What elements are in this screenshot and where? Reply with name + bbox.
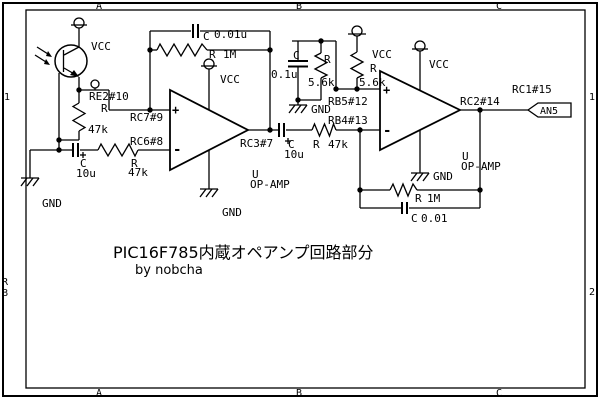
capacitor-bias-value: 0.1u	[271, 68, 298, 81]
opamp2-type: OP-AMP	[461, 160, 501, 173]
gnd-symbol-opamp1	[199, 188, 219, 198]
vcc-label-4: VCC	[429, 58, 449, 71]
schematic-title: PIC16F785内蔵オペアンプ回路部分	[113, 243, 374, 262]
resistor-bias-upper	[349, 51, 365, 79]
vcc-symbol-bias	[348, 25, 366, 52]
pin-label-rc2: RC2#14	[460, 95, 500, 108]
pin-label-rb4: RB4#13	[328, 114, 368, 127]
resistor-feedback2	[389, 182, 418, 198]
resistor-bias-lower-ref: R	[324, 53, 331, 66]
border-row-1-right: 1	[589, 92, 595, 103]
gnd-label-opamp1: GND	[222, 206, 242, 219]
border-col-b-bottom: B	[296, 388, 302, 399]
junction-dots	[56, 38, 483, 193]
gnd-symbol-opamp2	[410, 172, 430, 182]
border-col-c-top: C	[496, 1, 502, 12]
polarity-plus-icon	[80, 152, 86, 158]
pin-label-rc3: RC3#7	[240, 137, 273, 150]
opamp1-ref: U	[252, 168, 259, 181]
emitter-arrow-icon	[70, 70, 79, 77]
resistor-photo-pulldown	[71, 102, 87, 132]
resistor-series	[311, 122, 337, 138]
capacitor-feedback2-ref: C	[411, 212, 418, 225]
resistor-photo-value: 47k	[88, 123, 108, 136]
resistor-series-ref: R	[313, 138, 320, 151]
capacitor-coupling-value: 10u	[284, 148, 304, 161]
vcc-symbol-opamp1	[201, 58, 217, 110]
resistor-input	[97, 142, 139, 158]
port-re2-icon	[90, 79, 100, 90]
schematic-byline: by nobcha	[135, 263, 203, 278]
vcc-label-2: VCC	[220, 73, 240, 86]
wiring-left-block	[29, 89, 170, 178]
gnd-label-opamp2: GND	[433, 170, 453, 183]
resistor-feedback1	[156, 42, 208, 58]
opamp1-minus-input: -	[173, 142, 181, 158]
opamp1-type: OP-AMP	[250, 178, 290, 191]
light-arrows-icon	[34, 46, 52, 65]
gnd-label-left: GND	[42, 197, 62, 210]
pin-label-rc7: RC7#9	[130, 111, 163, 124]
border-row-b-left: B	[2, 288, 8, 299]
border-row-2-right: 2	[589, 287, 595, 298]
capacitor-input-ref: C	[80, 157, 87, 170]
resistor-feedback2-ref: R	[415, 192, 422, 205]
opamp2-plus-input: +	[383, 83, 390, 97]
resistor-feedback1-ref: R	[209, 48, 216, 61]
wiring-feedback1	[149, 30, 271, 130]
border-col-b-top: B	[296, 1, 302, 12]
vcc-symbol-opamp2	[412, 40, 428, 91]
pin-label-rb5: RB5#12	[328, 95, 368, 108]
polarity-plus-icon	[285, 138, 291, 144]
resistor-bias-upper-value: 5.6k	[359, 76, 386, 89]
resistor-series-value: 47k	[328, 138, 348, 151]
vcc-label-3: VCC	[372, 48, 392, 61]
resistor-bias-lower	[313, 52, 329, 79]
pin-label-rc1: RC1#15	[512, 83, 552, 96]
resistor-input-value: 47k	[128, 166, 148, 179]
resistor-photo-ref: R	[101, 102, 108, 115]
border-col-a-bottom: A	[96, 388, 102, 399]
capacitor-bias	[288, 60, 308, 68]
resistor-feedback1-value: 1M	[223, 48, 237, 61]
capacitor-input-value: 10u	[76, 167, 96, 180]
vcc-symbol-phototransistor	[71, 17, 87, 47]
border-col-a-top: A	[96, 1, 102, 12]
border-row-r-left: R	[2, 277, 9, 288]
port-an5-label: AN5	[540, 106, 558, 117]
pin-label-rc6: RC6#8	[130, 135, 163, 148]
capacitor-feedback1-value: 0.01u	[214, 28, 247, 41]
resistor-bias-upper-ref: R	[370, 62, 377, 75]
capacitor-feedback2	[401, 202, 408, 214]
resistor-bias-lower-value: 5.6k	[308, 76, 335, 89]
border-col-c-bottom: C	[496, 388, 502, 399]
resistor-feedback2-value: 1M	[427, 192, 441, 205]
capacitor-feedback2-value: 0.01	[421, 212, 448, 225]
opamp1-plus-input: +	[172, 103, 179, 117]
capacitor-feedback1-ref: C	[203, 30, 210, 43]
opamp2-minus-input: -	[383, 123, 391, 139]
port-an5-icon	[526, 102, 572, 118]
capacitor-feedback1	[192, 24, 199, 38]
capacitor-input	[72, 143, 86, 158]
capacitor-bias-ref: C	[293, 49, 300, 62]
opamp2-ref: U	[462, 150, 469, 163]
vcc-label-1: VCC	[91, 40, 111, 53]
gnd-label-bias: GND	[311, 103, 331, 116]
border-row-1-left: 1	[4, 92, 10, 103]
capacitor-coupling-ref: C	[288, 138, 295, 151]
gnd-symbol-left	[20, 177, 40, 187]
gnd-symbol-bias	[288, 104, 308, 114]
capacitor-coupling	[278, 123, 291, 144]
resistor-input-ref: R	[131, 157, 138, 170]
